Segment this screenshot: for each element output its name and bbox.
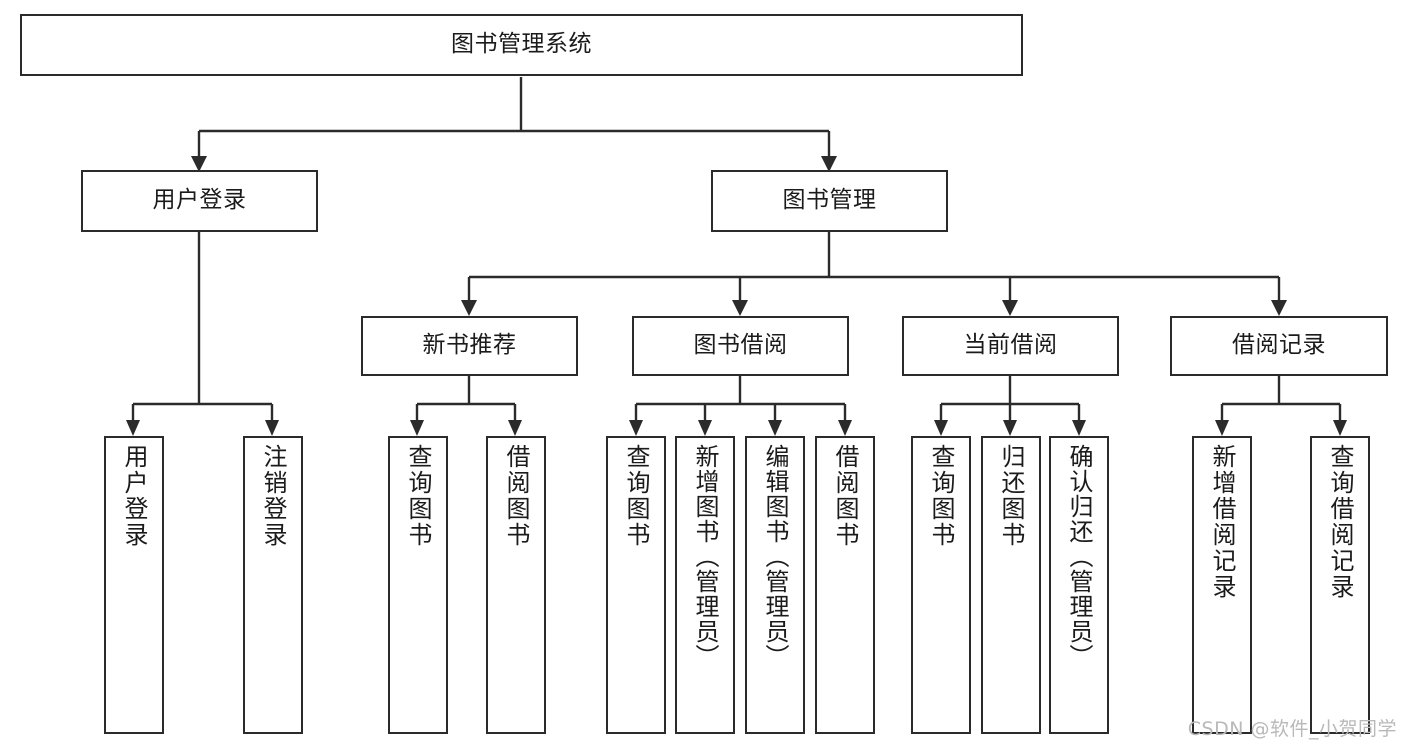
node-label: 确认归还（管理员）: [1065, 444, 1093, 669]
node-new-book-recommend[interactable]: 新书推荐: [361, 316, 578, 376]
leaf-book-borrow-edit-book-admin[interactable]: 编辑图书（管理员）: [745, 436, 805, 734]
node-book-management[interactable]: 图书管理: [711, 170, 948, 232]
leaf-book-borrow-query-book[interactable]: 查询图书: [606, 436, 666, 734]
leaf-current-borrow-confirm-return-admin[interactable]: 确认归还（管理员）: [1049, 436, 1109, 734]
node-borrow-record[interactable]: 借阅记录: [1170, 316, 1388, 376]
node-label: 新书推荐: [422, 332, 517, 359]
node-label: 注销登录: [259, 444, 287, 548]
leaf-user-login-login[interactable]: 用户登录: [104, 436, 164, 734]
node-label: 编辑图书（管理员）: [761, 444, 789, 669]
node-label: 借阅图书: [502, 444, 530, 548]
node-user-login[interactable]: 用户登录: [81, 170, 318, 232]
watermark: CSDN @软件_小贺同学: [1187, 718, 1397, 740]
leaf-book-borrow-borrow-book[interactable]: 借阅图书: [815, 436, 875, 734]
node-label: 借阅图书: [831, 444, 859, 548]
node-label: 查询图书: [404, 444, 432, 548]
leaf-current-borrow-query-book[interactable]: 查询图书: [911, 436, 971, 734]
node-label: 查询图书: [622, 444, 650, 548]
leaf-current-borrow-return-book[interactable]: 归还图书: [981, 436, 1041, 734]
node-current-borrow[interactable]: 当前借阅: [902, 316, 1119, 376]
leaf-borrow-record-query-record[interactable]: 查询借阅记录: [1310, 436, 1370, 734]
leaf-borrow-record-add-record[interactable]: 新增借阅记录: [1192, 436, 1252, 734]
node-label: 查询借阅记录: [1326, 444, 1354, 600]
node-label: 图书管理: [782, 187, 877, 214]
leaf-user-login-logout[interactable]: 注销登录: [243, 436, 303, 734]
node-label: 用户登录: [152, 187, 247, 214]
leaf-new-book-borrow-book[interactable]: 借阅图书: [486, 436, 546, 734]
leaf-book-borrow-add-book-admin[interactable]: 新增图书（管理员）: [675, 436, 735, 734]
leaf-new-book-query-book[interactable]: 查询图书: [388, 436, 448, 734]
node-label: 图书借阅: [693, 332, 788, 359]
node-label: 查询图书: [927, 444, 955, 548]
node-book-borrow[interactable]: 图书借阅: [632, 316, 849, 376]
node-label: 图书管理系统: [451, 31, 592, 58]
node-label: 归还图书: [997, 444, 1025, 548]
node-root-book-management-system[interactable]: 图书管理系统: [20, 14, 1023, 76]
node-label: 当前借阅: [963, 332, 1058, 359]
node-label: 借阅记录: [1232, 332, 1326, 359]
node-label: 用户登录: [120, 444, 148, 548]
node-label: 新增借阅记录: [1208, 444, 1236, 600]
node-label: 新增图书（管理员）: [691, 444, 719, 669]
